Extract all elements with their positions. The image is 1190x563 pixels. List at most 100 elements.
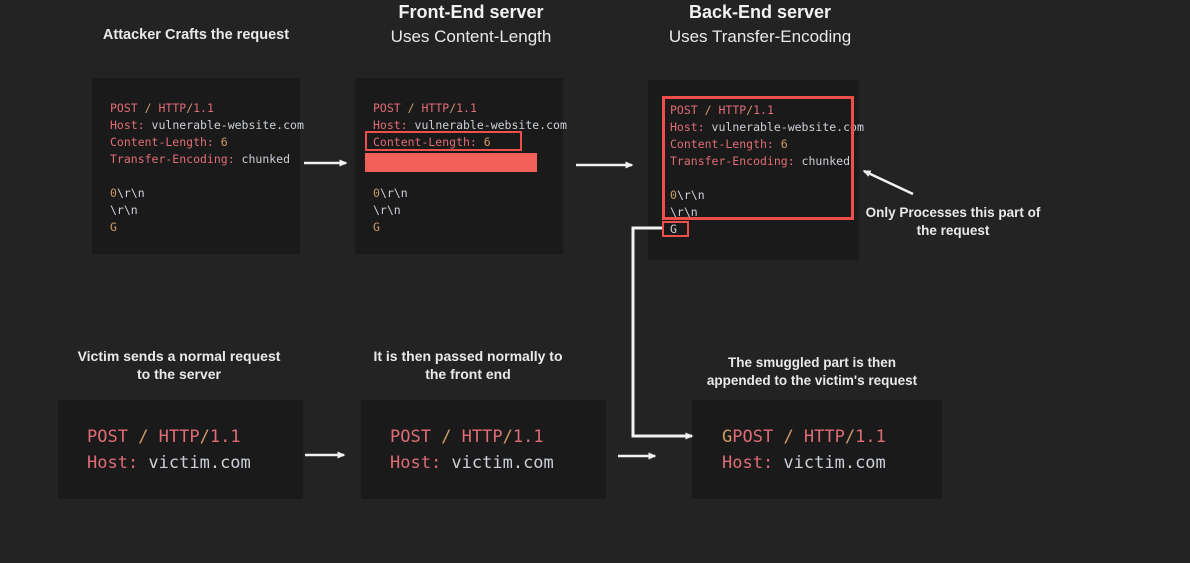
content-length-highlight-box bbox=[365, 131, 522, 151]
code-token: 1.1 bbox=[512, 427, 544, 447]
code-token: G bbox=[722, 427, 733, 447]
code-token: Host: bbox=[722, 453, 774, 473]
code-token: Content-Length: bbox=[110, 135, 214, 149]
code-token: Host: bbox=[87, 453, 139, 473]
code-token: G bbox=[373, 220, 380, 234]
code-token: / bbox=[138, 427, 159, 447]
code-token: / bbox=[407, 101, 422, 115]
code-token: vulnerable-website.com bbox=[407, 118, 567, 132]
code-token: HTTP bbox=[158, 101, 187, 115]
code-line: Content-Length: 6 bbox=[373, 134, 563, 151]
backend-title: Back-End server bbox=[688, 2, 832, 22]
frontend-title: Front-End server bbox=[398, 2, 544, 22]
code-line: Content-Length: 6 bbox=[670, 136, 859, 153]
code-token: / bbox=[746, 103, 754, 117]
code-line: \r\n bbox=[373, 202, 563, 219]
caption-line: the front end bbox=[425, 366, 511, 382]
code-token: 1.1 bbox=[193, 101, 214, 115]
code-token: 0 bbox=[373, 186, 380, 200]
code-token: 6 bbox=[773, 137, 788, 151]
code-token: victim.com bbox=[441, 453, 554, 473]
code-token: / bbox=[844, 427, 856, 447]
code-line: POST / HTTP/1.1 bbox=[373, 100, 563, 117]
code-token: \r\n bbox=[110, 203, 138, 217]
code-token: POST bbox=[732, 427, 784, 447]
frontend-column-header: Front-End server Uses Content-Length bbox=[356, 2, 586, 47]
caption-line: appended to the victim's request bbox=[706, 373, 918, 388]
code-token: HTTP bbox=[718, 103, 747, 117]
code-line: G bbox=[110, 219, 300, 236]
code-line: Host: vulnerable-website.com bbox=[670, 119, 864, 136]
code-line: Transfer-Encoding: chunked bbox=[110, 151, 300, 168]
backend-subtitle: Uses Transfer-Encoding bbox=[668, 27, 852, 46]
code-token: / bbox=[783, 427, 804, 447]
code-token: HTTP bbox=[803, 427, 845, 447]
code-line: POST / HTTP/1.1 bbox=[670, 102, 859, 119]
code-token: Content-Length: bbox=[373, 135, 477, 149]
code-token: \r\n bbox=[116, 186, 145, 200]
code-line: Host: victim.com bbox=[390, 450, 606, 476]
code-token: \r\n bbox=[676, 188, 705, 202]
ignored-transfer-encoding-redaction-bar bbox=[365, 153, 537, 172]
passed-normally-caption: It is then passed normally to the front … bbox=[348, 347, 588, 383]
code-token: vulnerable-website.com bbox=[704, 120, 864, 134]
code-line: GPOST / HTTP/1.1 bbox=[722, 424, 942, 450]
code-token: Host: bbox=[110, 118, 145, 132]
code-line bbox=[110, 168, 300, 185]
code-line: Transfer-Encoding: chunked bbox=[670, 153, 859, 170]
code-token: HTTP bbox=[421, 101, 450, 115]
code-token: / bbox=[449, 101, 457, 115]
code-line: 0\r\n bbox=[670, 187, 859, 204]
code-token: / bbox=[144, 101, 159, 115]
code-line: \r\n bbox=[670, 204, 859, 221]
smuggled-byte-highlight-box bbox=[662, 221, 689, 237]
code-token: POST bbox=[670, 103, 705, 117]
frontend-overlays bbox=[355, 78, 563, 254]
code-line: Content-Length: 6 bbox=[110, 134, 300, 151]
code-line: POST / HTTP/1.1 bbox=[110, 100, 300, 117]
code-token: 1.1 bbox=[456, 101, 477, 115]
code-token: Host: bbox=[390, 453, 442, 473]
code-line: Host: vulnerable-website.com bbox=[373, 117, 567, 134]
code-line: Host: vulnerable-website.com bbox=[110, 117, 304, 134]
code-line: POST / HTTP/1.1 bbox=[390, 424, 606, 450]
code-line: Host: victim.com bbox=[722, 450, 942, 476]
code-line: 0\r\n bbox=[110, 185, 300, 202]
code-token: / bbox=[199, 427, 210, 447]
only-processes-caption: Only Processes this part of the request bbox=[853, 204, 1053, 240]
code-token: 6 bbox=[476, 135, 491, 149]
code-line: G bbox=[373, 219, 563, 236]
code-token: POST bbox=[110, 101, 145, 115]
code-line: POST / HTTP/1.1 bbox=[87, 424, 303, 450]
code-token: / bbox=[502, 427, 513, 447]
code-token: victim.com bbox=[773, 453, 886, 473]
code-token: 6 bbox=[213, 135, 228, 149]
code-token: vulnerable-website.com bbox=[144, 118, 304, 132]
backend-overlays bbox=[648, 80, 859, 260]
attacker-column-title: Attacker Crafts the request bbox=[102, 27, 290, 43]
caption-line: The smuggled part is then bbox=[727, 355, 897, 370]
code-token: 1.1 bbox=[209, 427, 241, 447]
smuggled-part-caption: The smuggled part is then appended to th… bbox=[687, 354, 937, 390]
processed-request-highlight-box bbox=[662, 96, 854, 220]
arrow-up-left-icon-only-processes-pointer bbox=[862, 169, 914, 196]
code-token: POST bbox=[390, 427, 442, 447]
code-token: POST bbox=[373, 101, 408, 115]
victim-sends-caption: Victim sends a normal request to the ser… bbox=[59, 347, 299, 383]
code-line: Host: victim.com bbox=[87, 450, 303, 476]
code-token: HTTP bbox=[158, 427, 200, 447]
code-line: \r\n bbox=[110, 202, 300, 219]
caption-line: to the server bbox=[136, 366, 222, 382]
code-token: G bbox=[110, 220, 117, 234]
code-token: HTTP bbox=[461, 427, 503, 447]
code-token: / bbox=[186, 101, 194, 115]
code-token: Host: bbox=[670, 120, 705, 134]
code-token: \r\n bbox=[373, 203, 401, 217]
code-token: chunked bbox=[234, 152, 291, 166]
frontend-subtitle: Uses Content-Length bbox=[390, 27, 552, 46]
